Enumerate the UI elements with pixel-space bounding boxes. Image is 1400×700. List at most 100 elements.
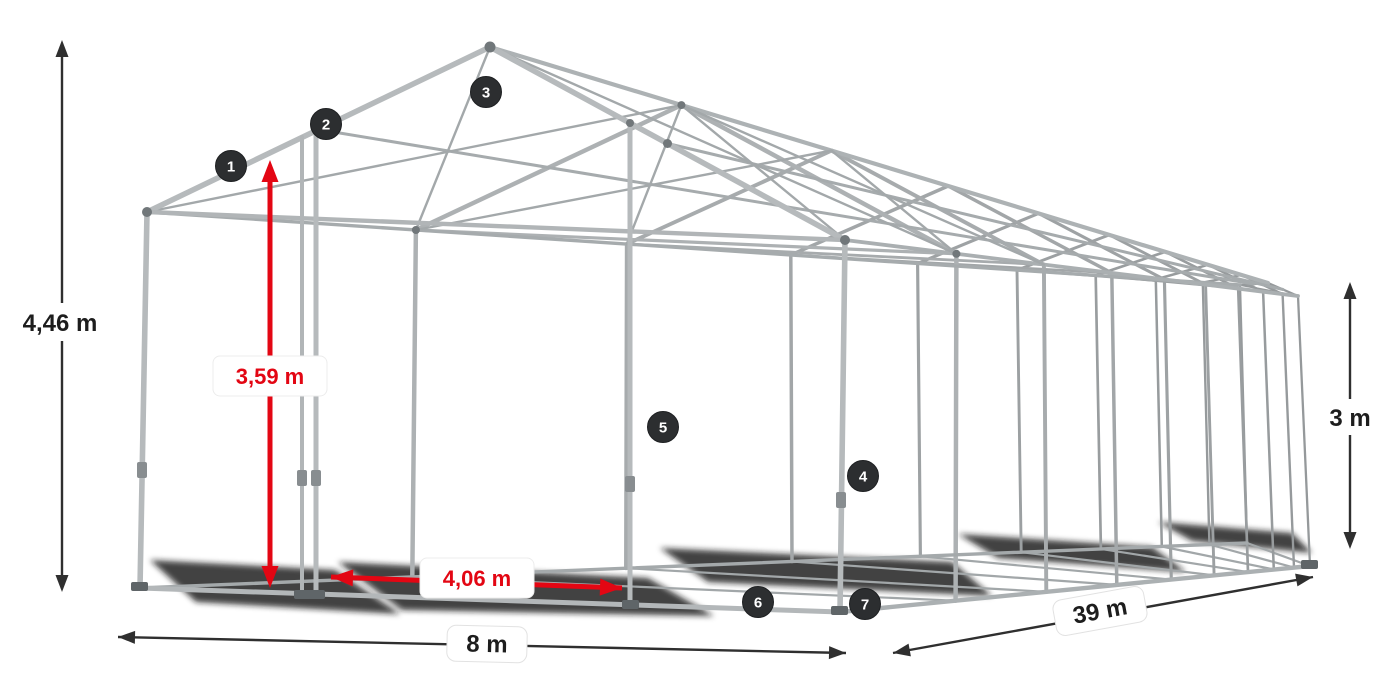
marker-circle bbox=[310, 108, 342, 140]
left-base-rail bbox=[138, 541, 1249, 590]
marker-number: 4 bbox=[859, 469, 868, 486]
right-post bbox=[1110, 271, 1119, 587]
roof-brace bbox=[830, 149, 958, 256]
label-pill bbox=[446, 624, 528, 664]
left-post bbox=[1094, 274, 1103, 551]
eave-tie bbox=[414, 228, 959, 256]
label-box bbox=[212, 355, 328, 397]
connector-joint bbox=[840, 235, 850, 245]
arrowhead-up-icon bbox=[261, 160, 279, 182]
floor-cross-tube bbox=[624, 567, 1048, 593]
part-marker-5: 5 bbox=[647, 411, 679, 443]
roof-brace bbox=[145, 103, 683, 214]
marker-circle bbox=[849, 588, 881, 620]
arrowhead-left-icon bbox=[118, 630, 136, 644]
connector-joint bbox=[952, 249, 961, 258]
part-marker-6: 6 bbox=[742, 586, 774, 618]
right-post bbox=[1281, 292, 1296, 569]
label-box bbox=[419, 557, 535, 599]
left-post bbox=[410, 227, 419, 580]
marker-number: 7 bbox=[861, 597, 869, 614]
floor-cross-tube bbox=[1099, 547, 1250, 574]
dim-side-height: 3 m bbox=[1320, 282, 1380, 549]
post-collar bbox=[297, 470, 307, 486]
label-clear-height: 3,59 m bbox=[236, 364, 305, 389]
right-post bbox=[953, 251, 959, 603]
ridge-purlin bbox=[487, 44, 1271, 286]
connector-joint bbox=[663, 139, 672, 148]
marker-number: 6 bbox=[754, 595, 762, 612]
label-width: 8 m bbox=[466, 631, 508, 659]
right-post bbox=[1236, 287, 1250, 574]
arrowhead-right-icon bbox=[828, 646, 846, 660]
roof-brace bbox=[414, 45, 492, 232]
foot-plate bbox=[1301, 560, 1318, 569]
dim-clear-height: 3,59 m bbox=[212, 160, 328, 588]
arrowhead-up-icon bbox=[55, 40, 69, 57]
marker-circle bbox=[470, 76, 502, 108]
post-collar bbox=[311, 470, 321, 486]
roof-brace bbox=[414, 149, 833, 232]
left-post bbox=[1201, 281, 1211, 546]
marker-circle bbox=[742, 586, 774, 618]
foot-plate bbox=[294, 590, 311, 599]
connector-joint bbox=[626, 119, 634, 127]
part-markers: 1 2 3 4 5 6 7 bbox=[215, 76, 881, 620]
left-post bbox=[624, 242, 629, 571]
right-post bbox=[1204, 283, 1216, 577]
part-marker-7: 7 bbox=[849, 588, 881, 620]
front-left-post bbox=[137, 209, 150, 591]
label-background bbox=[8, 303, 112, 341]
connector-joint bbox=[411, 226, 420, 234]
left-post bbox=[1015, 268, 1023, 554]
arrowhead-up-icon bbox=[1343, 282, 1357, 299]
floor-cross-tube bbox=[1160, 545, 1275, 571]
foot-plate bbox=[622, 600, 639, 609]
arrowhead-down-icon bbox=[55, 575, 69, 592]
left-post bbox=[916, 261, 922, 558]
foot-plate bbox=[831, 606, 848, 615]
front-base-rail bbox=[137, 585, 843, 615]
roof-brace bbox=[680, 103, 1046, 266]
arrowhead-right-icon bbox=[599, 578, 622, 596]
right-eave-purlin bbox=[843, 238, 1300, 298]
floor-cross-tube bbox=[1208, 543, 1296, 569]
post-collar bbox=[137, 462, 147, 478]
right-post bbox=[1162, 277, 1173, 582]
right-post bbox=[1261, 290, 1276, 571]
connector-joint bbox=[142, 207, 152, 217]
label-side-height: 3 m bbox=[1329, 405, 1370, 432]
right-post bbox=[1041, 262, 1049, 594]
dim-total-height: 4,46 m bbox=[8, 40, 112, 592]
connector-joint bbox=[484, 41, 496, 53]
right-mid-purlin bbox=[666, 142, 1285, 291]
ground-shadow bbox=[1158, 522, 1312, 553]
left-post bbox=[789, 253, 794, 564]
dim-length: 39 m bbox=[892, 573, 1314, 657]
post-collar bbox=[836, 492, 846, 508]
foot-plate bbox=[308, 590, 325, 599]
marker-number: 3 bbox=[482, 85, 490, 102]
left-post bbox=[1154, 278, 1164, 548]
arrowhead-right-icon bbox=[1295, 573, 1313, 587]
front-eave-tie bbox=[144, 209, 848, 243]
post-collar bbox=[625, 476, 635, 492]
roof-brace bbox=[625, 103, 683, 246]
left-eave-purlin bbox=[145, 210, 1242, 287]
marker-number: 1 bbox=[227, 159, 235, 176]
part-marker-2: 2 bbox=[310, 108, 342, 140]
right-post bbox=[1296, 294, 1312, 568]
label-background bbox=[1320, 399, 1380, 435]
arrowhead-left-icon bbox=[331, 569, 354, 587]
connector-joint bbox=[677, 101, 686, 110]
roof-brace bbox=[488, 45, 958, 256]
ground-shadow bbox=[958, 534, 1186, 572]
arrowhead-left-icon bbox=[893, 643, 911, 657]
marker-number: 5 bbox=[659, 420, 667, 437]
arrowhead-down-icon bbox=[261, 566, 279, 588]
roof-brace bbox=[680, 103, 847, 242]
dim-width: 8 m bbox=[117, 624, 847, 664]
floor-cross-tube bbox=[1245, 541, 1312, 568]
